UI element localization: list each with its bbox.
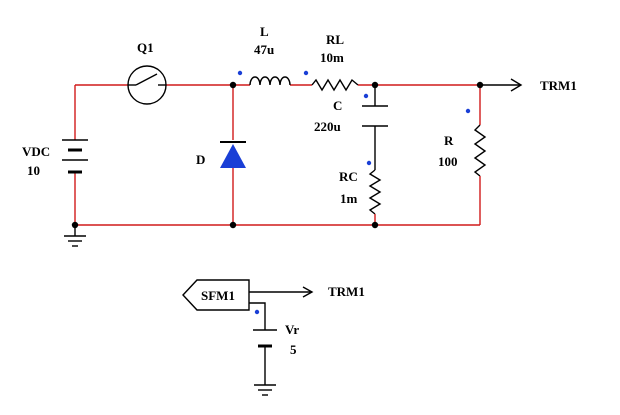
- output-terminal-label: TRM1: [540, 78, 577, 93]
- sfm-terminal-label: TRM1: [328, 284, 365, 299]
- switch-q1-label: Q1: [137, 40, 154, 55]
- switch-q1-symbol[interactable]: [127, 65, 167, 105]
- resistor-rc-symbol[interactable]: [368, 169, 382, 215]
- capacitor-value-label: 220u: [314, 119, 341, 134]
- vdc-name-label: VDC: [22, 144, 50, 159]
- capacitor-pin-dot: [363, 93, 369, 99]
- capacitor-name-label: C: [333, 98, 342, 113]
- resistor-rc-value-label: 1m: [340, 191, 358, 206]
- resistor-rl-value-label: 10m: [320, 50, 344, 65]
- vr-value-label: 5: [290, 342, 297, 357]
- vr-wire-top: [249, 302, 266, 330]
- resistor-rc-name-label: RC: [339, 169, 358, 184]
- vdc-value-label: 10: [27, 163, 40, 178]
- capacitor-c-symbol[interactable]: [362, 105, 388, 127]
- vr-pin-dot: [254, 309, 260, 315]
- inductor-name-label: L: [260, 24, 269, 39]
- vr-name-label: Vr: [285, 322, 299, 337]
- sfm-output-arrow-icon: [302, 286, 314, 298]
- ground-symbol-sfm: [254, 384, 276, 396]
- vdc-battery-symbol: [62, 139, 88, 174]
- resistor-rc-pin-dot: [366, 160, 372, 166]
- output-arrow-icon: [510, 78, 523, 92]
- inductor-l-symbol[interactable]: [249, 76, 291, 86]
- resistor-r-pin-dot: [465, 108, 471, 114]
- inductor-value-label: 47u: [254, 42, 274, 57]
- vr-battery-symbol[interactable]: [253, 329, 277, 348]
- sfm-block-symbol[interactable]: [182, 279, 250, 311]
- resistor-r-name-label: R: [444, 133, 454, 148]
- resistor-r-symbol[interactable]: [473, 124, 487, 177]
- diode-d-label: D: [196, 152, 205, 167]
- resistor-r-value-label: 100: [438, 154, 458, 169]
- resistor-rl-symbol[interactable]: [311, 78, 359, 92]
- resistor-rl-pin-dot: [303, 70, 309, 76]
- junction-dots: [71, 81, 484, 229]
- inductor-pin-dot: [237, 70, 243, 76]
- resistor-rl-name-label: RL: [326, 32, 344, 47]
- sfm-block-label: SFM1: [201, 288, 235, 303]
- diode-d-symbol[interactable]: [220, 141, 246, 168]
